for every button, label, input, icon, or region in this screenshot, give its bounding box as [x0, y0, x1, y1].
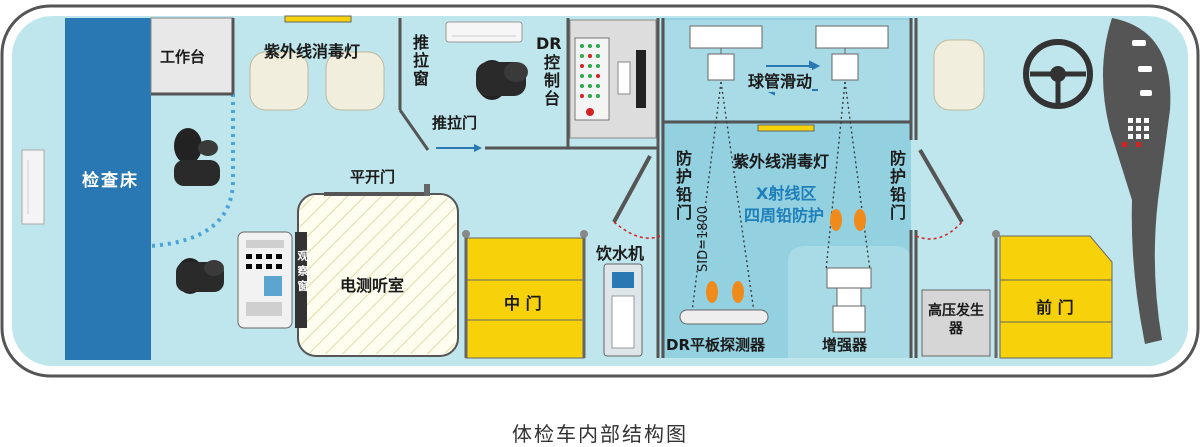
xray-tube-right	[815, 25, 889, 81]
ac-unit-icon	[445, 21, 523, 43]
xray-zone-label-2: 四周铅防护	[744, 206, 825, 225]
uv-lamp-bar-top	[284, 15, 352, 23]
office-chair-icon	[174, 128, 220, 186]
keyboard	[617, 61, 631, 95]
workbench-label: 工作台	[160, 48, 206, 66]
desk-edge	[149, 94, 235, 248]
hv-generator-label: 高压发生器	[928, 303, 984, 337]
uv-lamp-label-top: 紫外线消毒灯	[264, 42, 361, 61]
hv-generator-box	[921, 289, 991, 357]
uv-lamp-bar-xray	[757, 124, 815, 132]
front-door-label: 前 门	[1036, 298, 1074, 317]
sliding-door-label: 推拉门	[432, 114, 478, 132]
exam-bed	[65, 18, 151, 360]
diagram-caption: 体检车内部结构图	[512, 422, 688, 446]
steering-wheel-icon	[1023, 39, 1093, 109]
office-chair-icon	[476, 60, 528, 100]
front-door-area	[999, 235, 1113, 359]
console-buttons	[580, 44, 600, 116]
dashboard-buttons	[1122, 40, 1152, 147]
dr-console-panel	[574, 37, 610, 121]
ac-unit-icon	[21, 149, 45, 225]
lead-door-left	[612, 155, 661, 239]
observation-window-strip	[295, 232, 307, 328]
water-dispenser-label: 饮水机	[596, 244, 645, 263]
xray-zone-label-1: X射线区	[756, 184, 817, 203]
middle-door-label: 中 门	[504, 294, 542, 313]
lead-door-right-label: 防护铅门	[887, 150, 906, 222]
office-chair-icon	[176, 258, 224, 294]
armchair-icon	[933, 39, 985, 111]
walls	[151, 18, 918, 358]
vehicle-floor-plan	[0, 4, 1200, 378]
water-dispenser-icon	[603, 263, 643, 357]
xray-tube-left	[689, 25, 763, 81]
dashboard	[1102, 18, 1171, 344]
sid-label: SID=1800	[696, 205, 711, 272]
monitor-icon	[636, 50, 646, 108]
footprint-icon	[706, 209, 866, 303]
exam-bed-label: 检查床	[82, 171, 139, 191]
dr-detector-label: DR平板探测器	[666, 336, 766, 354]
arrow-icon	[474, 144, 482, 152]
uv-lamp-label-xray: 紫外线消毒灯	[733, 152, 830, 171]
tube-slide-label: 球管滑动	[748, 68, 813, 92]
armchair-icon	[249, 51, 385, 111]
dr-console-label: 控制台	[541, 54, 560, 108]
xray-beams	[691, 81, 871, 313]
intensifier-label: 增强器	[822, 336, 868, 354]
lead-door-left-label: 防护铅门	[673, 150, 692, 222]
dr-console-label-dr: DR	[536, 34, 562, 53]
lead-door-right	[915, 148, 964, 240]
swing-door-label: 平开门	[350, 168, 396, 186]
audiometry-room-label: 电测听室	[340, 276, 405, 295]
intensifier-device	[826, 267, 872, 333]
observation-window-label: 观察窗	[296, 250, 309, 295]
sliding-window-label: 推拉窗	[410, 34, 429, 88]
dr-detector-plate	[679, 309, 769, 325]
keypad-icon	[237, 231, 293, 329]
